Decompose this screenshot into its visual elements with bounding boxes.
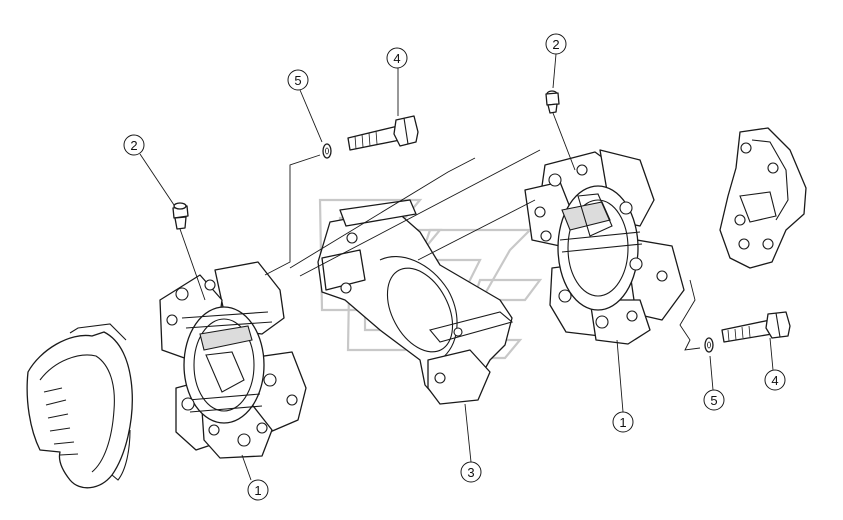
svg-text:2: 2 bbox=[552, 37, 559, 52]
callout-4-right: 4 bbox=[764, 369, 786, 391]
svg-text:4: 4 bbox=[771, 373, 778, 388]
callout-leaders bbox=[139, 53, 774, 481]
callout-4-top: 4 bbox=[386, 47, 408, 69]
callout-5-top: 5 bbox=[287, 69, 309, 91]
coupling-assembly-left bbox=[159, 261, 307, 459]
svg-text:4: 4 bbox=[393, 51, 400, 66]
svg-text:1: 1 bbox=[254, 483, 261, 498]
svg-text:5: 5 bbox=[710, 393, 717, 408]
coupling-assembly-right bbox=[524, 149, 685, 345]
flange-right bbox=[719, 127, 807, 269]
svg-text:3: 3 bbox=[467, 465, 474, 480]
callout-2-left: 2 bbox=[123, 134, 145, 156]
callout-2-right: 2 bbox=[545, 33, 567, 55]
bolt-top bbox=[347, 115, 419, 151]
grease-fitting-left bbox=[172, 202, 189, 230]
callout-5-right: 5 bbox=[703, 389, 725, 411]
grease-fitting-right bbox=[545, 90, 560, 114]
callout-3-center: 3 bbox=[460, 461, 482, 483]
assembly-lines bbox=[179, 112, 701, 351]
bolt-right bbox=[721, 311, 791, 343]
callout-1-right: 1 bbox=[612, 411, 634, 433]
svg-text:2: 2 bbox=[130, 138, 137, 153]
svg-text:1: 1 bbox=[619, 415, 626, 430]
washer-right bbox=[704, 337, 714, 353]
svg-text:5: 5 bbox=[294, 73, 301, 88]
callout-1-left: 1 bbox=[247, 479, 269, 501]
splined-yoke-left bbox=[26, 323, 133, 489]
washer-top bbox=[322, 143, 332, 159]
center-yoke bbox=[317, 199, 514, 405]
